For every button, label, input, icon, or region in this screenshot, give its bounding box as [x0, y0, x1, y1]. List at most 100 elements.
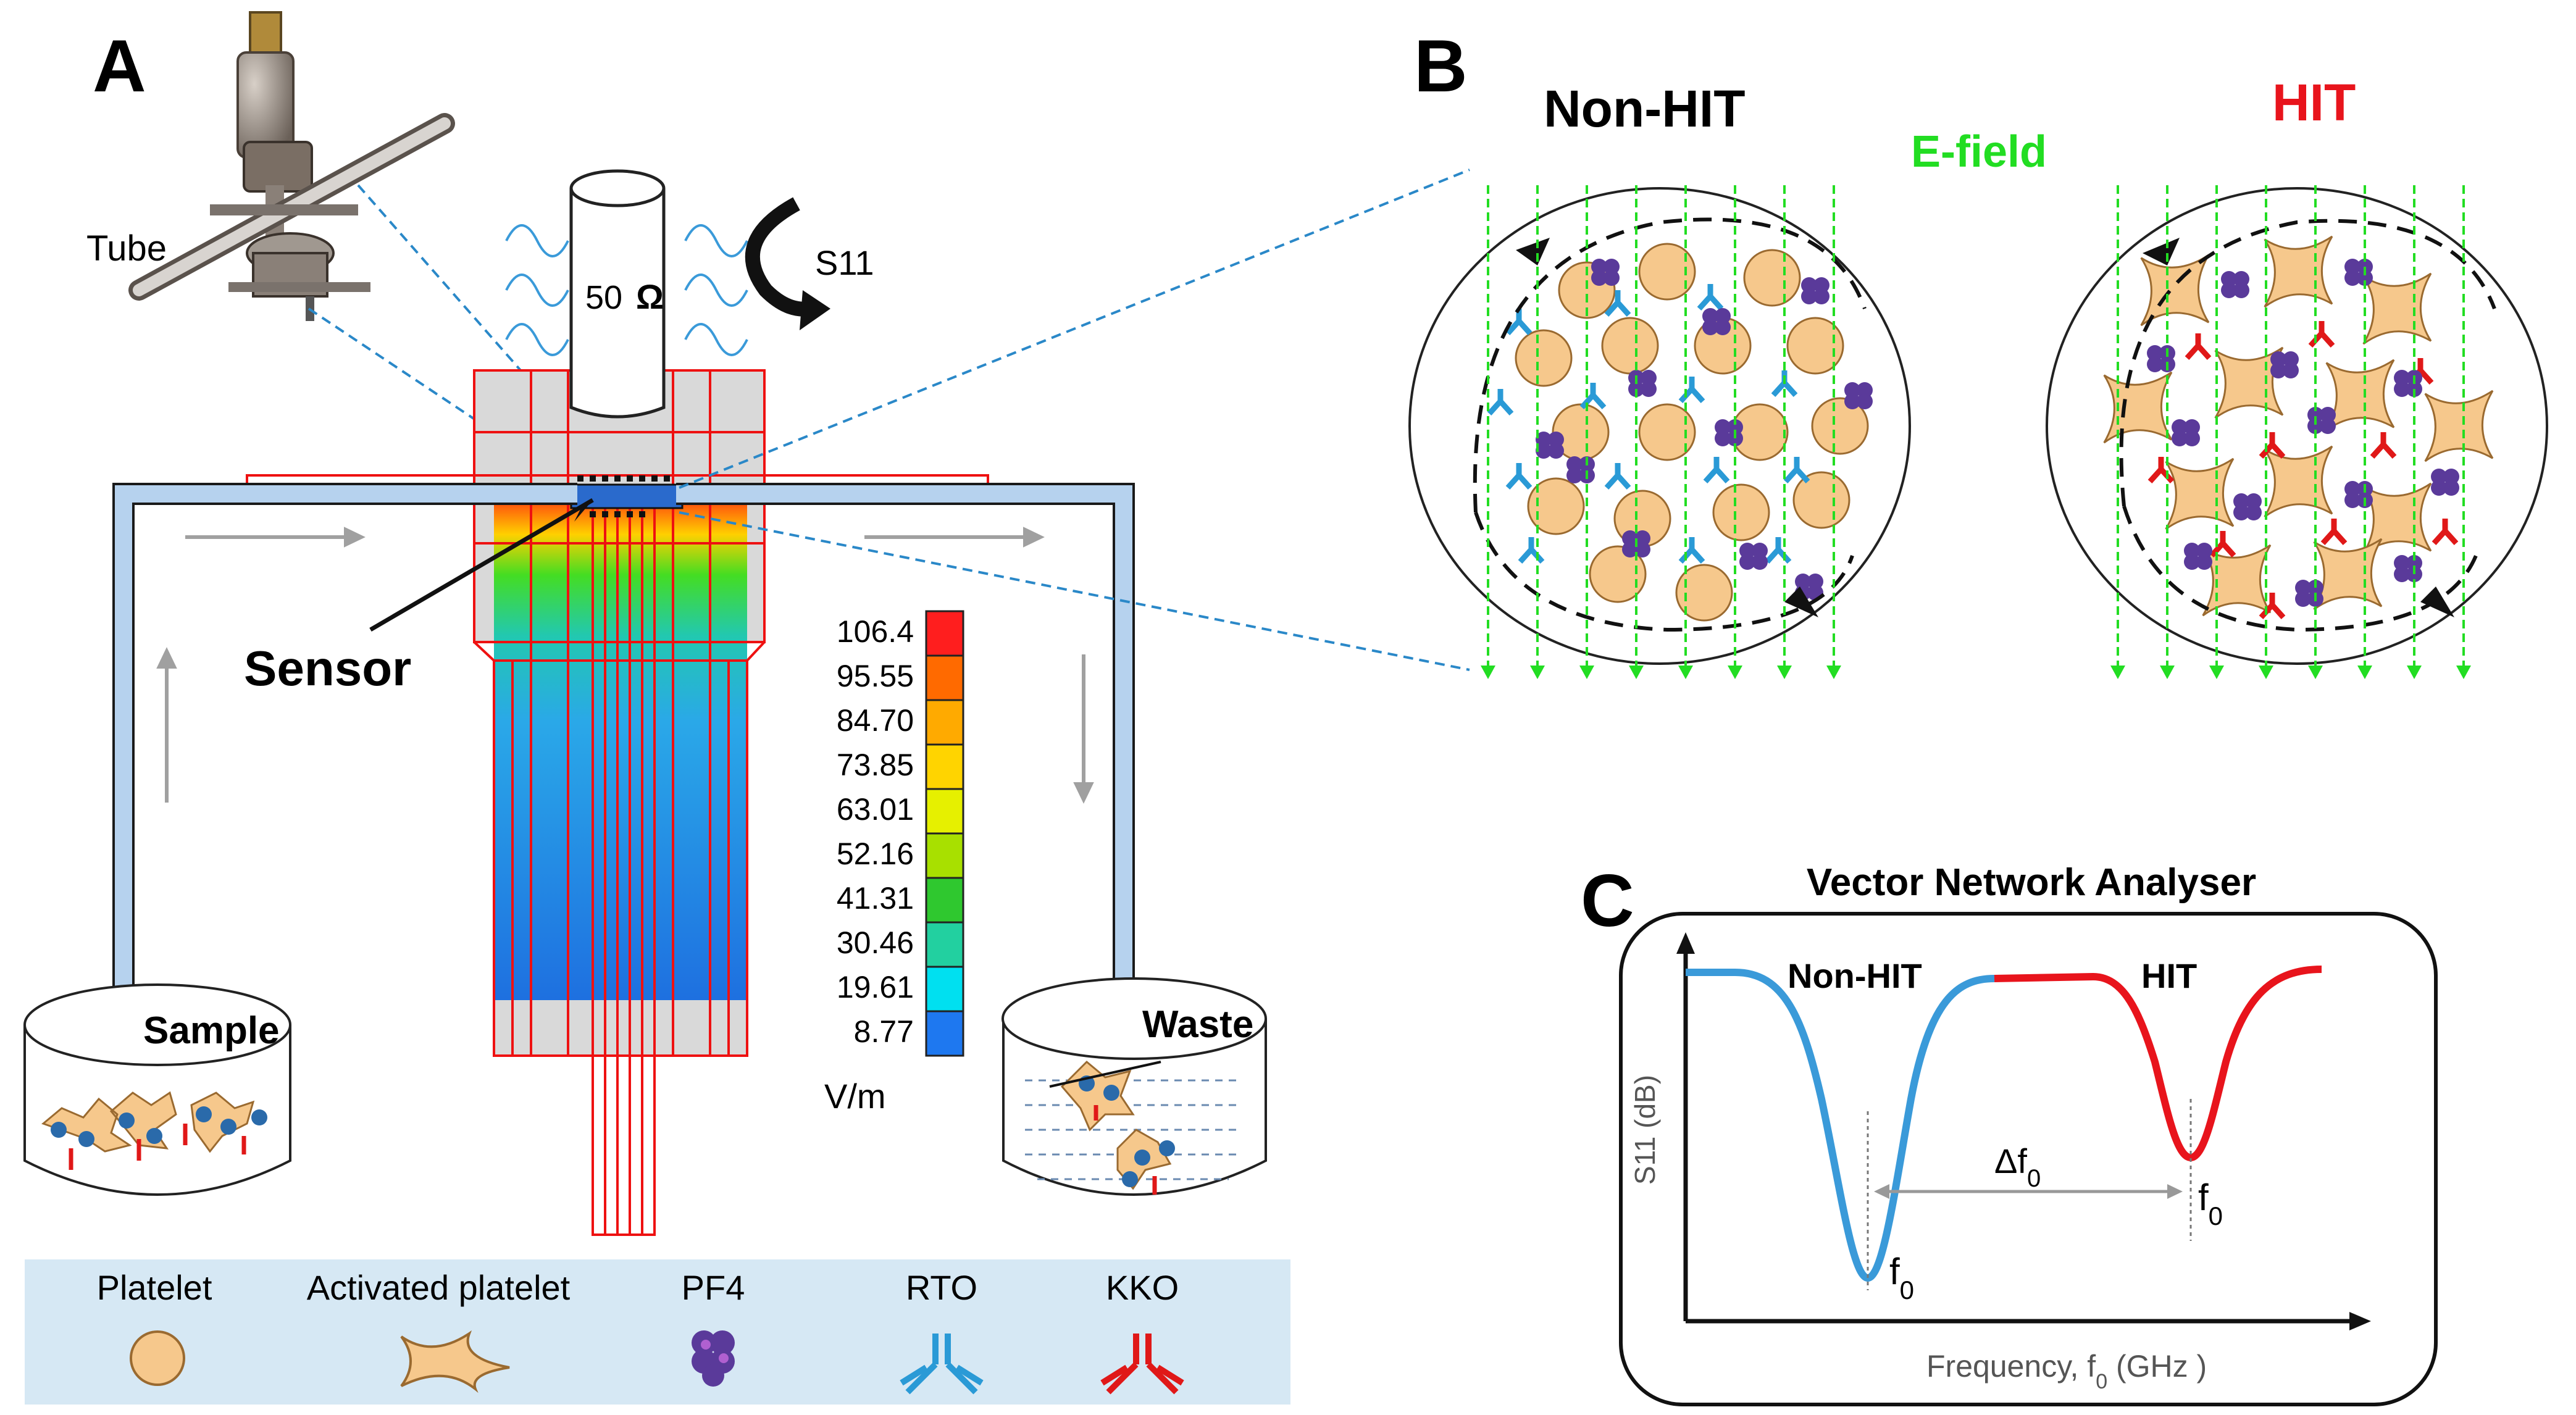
circulation-arrowhead-icon — [2420, 586, 2454, 617]
pf4-particle — [1727, 419, 1743, 435]
colorbar-tick-label: 73.85 — [837, 748, 914, 782]
platelet — [1638, 243, 1696, 301]
sensor-arrowhead-icon — [574, 500, 593, 522]
antibody — [2185, 333, 2212, 361]
nonhit-title: Non-HIT — [1544, 80, 1746, 138]
pf4-particle — [2184, 430, 2200, 446]
efield-arrowhead-icon — [1481, 666, 1495, 679]
y-axis-label: S11 (dB) — [1629, 1075, 1661, 1185]
panel-c-label: C — [1581, 859, 1634, 942]
sensor-label: Sensor — [244, 641, 411, 696]
pf4-particle — [1715, 308, 1731, 324]
rf-wave-icon — [684, 224, 748, 356]
pf4-particle — [2406, 555, 2422, 571]
pf4-particle — [2443, 469, 2459, 485]
antibody — [2320, 519, 2348, 546]
colorbar-tick-label: 30.46 — [837, 925, 914, 960]
efield-arrowhead-icon — [1579, 666, 1594, 679]
colorbar-swatch — [925, 966, 964, 1012]
ohm-symbol: Ω — [636, 277, 664, 316]
pf4-particle — [2221, 282, 2237, 298]
colorbar-swatch — [925, 921, 964, 968]
efield-arrowhead-icon — [2308, 666, 2323, 679]
pf4-particle — [2344, 270, 2361, 286]
pf4-particle — [2246, 504, 2262, 520]
colorbar: 106.495.5584.7073.8563.0152.1641.3130.46… — [837, 610, 964, 1057]
pf4-particle — [2196, 554, 2212, 570]
colorbar-tick-label: 8.77 — [854, 1014, 914, 1049]
colorbar-tick-label: 63.01 — [837, 792, 914, 827]
antibody — [2209, 531, 2236, 558]
pf4-particle — [1844, 393, 1860, 409]
circulation-path — [1474, 512, 1854, 632]
waste-container — [1002, 977, 1267, 1196]
pf4-particle — [1536, 432, 1552, 448]
colorbar-swatch — [925, 832, 964, 879]
pf4-particle — [1715, 319, 1731, 335]
circulation-arrowhead-icon — [1784, 586, 1818, 617]
antibody — [1703, 457, 1730, 484]
antibody — [1604, 290, 1631, 317]
colorbar-unit: V/m — [824, 1077, 886, 1116]
circulation-arrowhead-icon — [2143, 238, 2180, 265]
curve-nonhit-label: Non-HIT — [1788, 956, 1922, 995]
f0-label-nonhit: f0 — [1889, 1251, 1914, 1304]
pf4-particle — [1604, 259, 1620, 275]
pf4-particle — [1702, 319, 1718, 335]
pf4-particle — [2221, 271, 2237, 287]
pf4-particle — [2184, 554, 2200, 570]
pf4-particle — [2344, 492, 2361, 508]
pf4-particle — [1795, 574, 1811, 590]
pf4-particle — [2394, 555, 2410, 571]
activated-platelet — [2140, 254, 2210, 327]
panel-a-label: A — [93, 25, 146, 107]
colorbar-swatch — [925, 788, 964, 835]
outlet-pipe — [676, 483, 1135, 1012]
pf4-particle — [1857, 382, 1873, 398]
s11-arrow-icon — [745, 197, 810, 317]
platelet — [1712, 483, 1770, 541]
efield-arrowhead-icon — [1826, 666, 1841, 679]
pf4-particle — [2270, 351, 2286, 367]
tube-label: Tube — [86, 228, 167, 269]
y-axis-arrowhead-icon — [1676, 932, 1695, 954]
colorbar-tick-label: 95.55 — [837, 659, 914, 693]
zoom-line — [679, 169, 1470, 489]
legend-pf4-label: PF4 — [682, 1268, 745, 1307]
circulation-arrowhead-icon — [1516, 238, 1550, 265]
legend-kko-label: KKO — [1106, 1268, 1179, 1307]
colorbar-tick-label: 52.16 — [837, 837, 914, 871]
platelet — [1675, 564, 1733, 622]
s11-label: S11 — [815, 243, 874, 282]
pf4-particle — [2394, 381, 2410, 397]
colorbar-swatch — [925, 877, 964, 924]
pf4-particle — [1857, 393, 1873, 409]
pf4-particle — [2295, 580, 2311, 596]
efield-arrowhead-icon — [2110, 666, 2125, 679]
pf4-particle — [2295, 591, 2311, 607]
efield-arrowhead-icon — [1629, 666, 1644, 679]
pf4-particle — [1566, 467, 1583, 483]
colorbar-tick-label: 106.4 — [837, 614, 914, 649]
pf4-particle — [1752, 554, 1768, 570]
pf4-particle — [2283, 351, 2299, 367]
platelet — [1601, 317, 1659, 375]
pf4-particle — [1634, 530, 1650, 546]
f0-label-hit: f0 — [2198, 1177, 2223, 1230]
colorbar-swatch — [925, 1010, 964, 1057]
pf4-particle — [2307, 407, 2323, 423]
hit-title: HIT — [2272, 73, 2356, 131]
antibody — [1604, 463, 1631, 490]
platelet — [1743, 249, 1801, 307]
pf4-particle — [2307, 418, 2323, 434]
pf4-particle — [1641, 370, 1657, 386]
vna-title: Vector Network Analyser — [1807, 861, 2256, 904]
pf4-particle — [2233, 282, 2249, 298]
efield-arrowhead-icon — [1678, 666, 1693, 679]
platelet — [1786, 317, 1844, 375]
pf4-particle — [2394, 370, 2410, 386]
kko-antibody-icon — [1100, 1334, 1184, 1395]
efield-arrowhead-icon — [1777, 666, 1792, 679]
